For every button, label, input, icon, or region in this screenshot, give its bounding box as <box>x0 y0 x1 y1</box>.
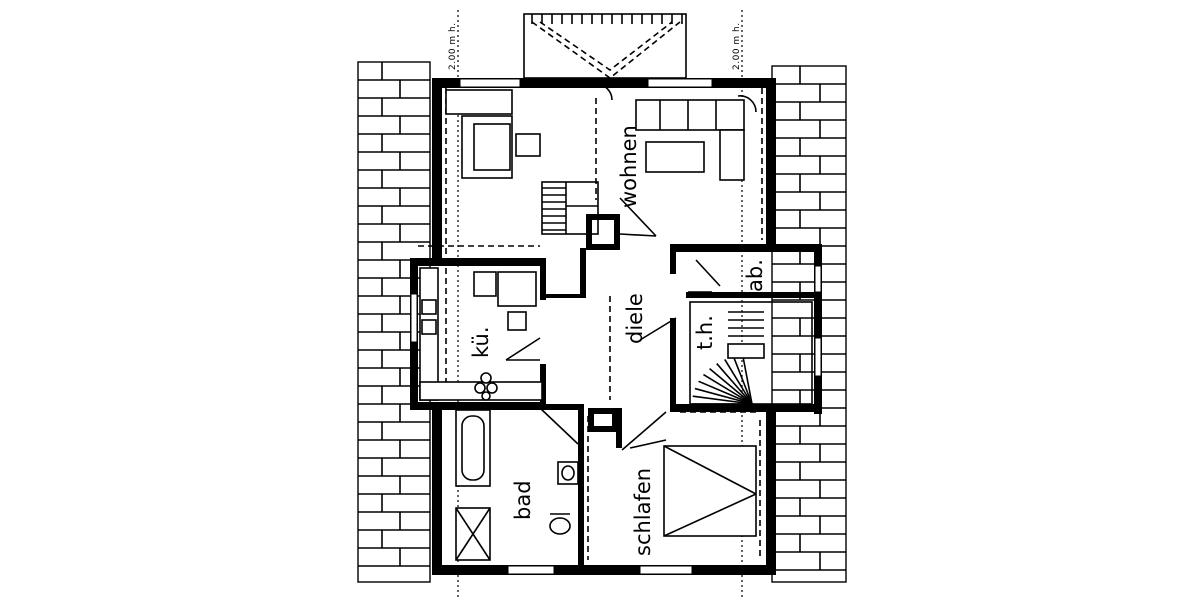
room-label-diele: diele <box>623 293 647 344</box>
room-label-abstell: ab. <box>743 259 767 292</box>
ceiling-slope-lines <box>418 88 763 560</box>
door-swings <box>619 197 721 451</box>
shaft-core <box>594 414 612 426</box>
room-label-treppenhaus: t.h. <box>693 315 717 350</box>
room-label-kueche: kü. <box>469 327 493 359</box>
bad-furniture <box>455 407 579 561</box>
windows <box>410 78 822 575</box>
height-mark-left: 2.00 m h. <box>448 22 458 70</box>
room-label-schlafen: schlafen <box>631 468 655 556</box>
staircase-upper <box>541 181 599 235</box>
height-mark-right: 2.00 m h. <box>732 22 742 70</box>
room-label-wohnen: wohnen <box>617 125 641 208</box>
roof-dormer-top <box>523 13 687 80</box>
kueche-furniture <box>419 267 543 401</box>
roof-tiles-right <box>771 65 847 583</box>
staircase-lower <box>689 301 813 405</box>
chimney-core <box>592 220 614 244</box>
wohnen-furniture <box>445 83 757 181</box>
schlafen-bed <box>663 445 757 537</box>
room-label-bad: bad <box>511 480 535 520</box>
